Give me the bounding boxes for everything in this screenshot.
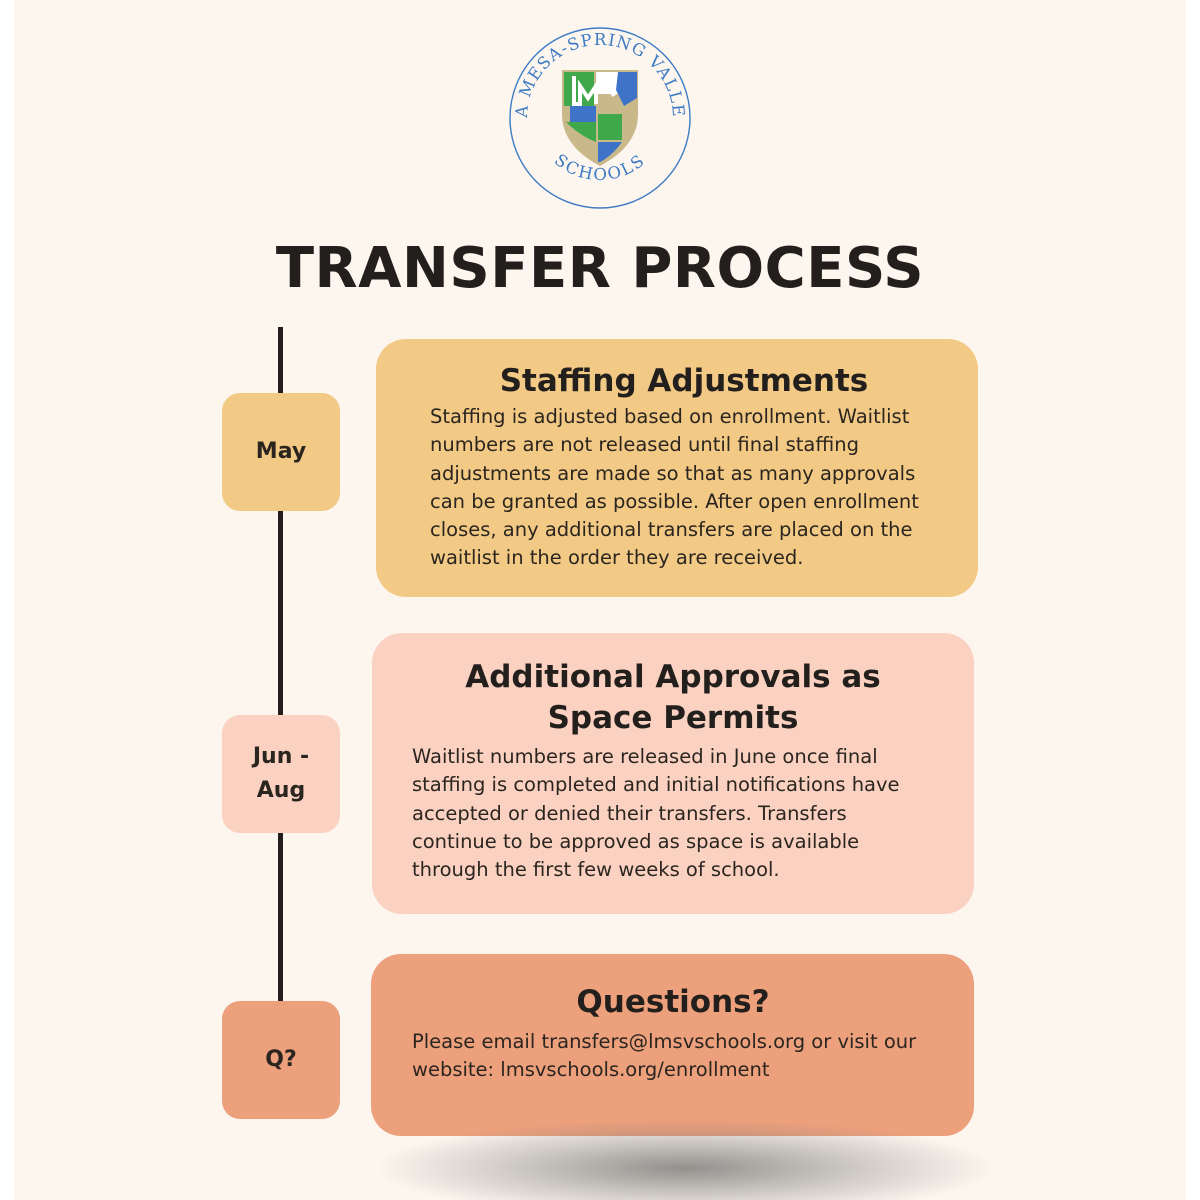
card-heading: Staffing Adjustments (499, 363, 869, 399)
card-body: Staffing is adjusted based on enrollment… (430, 405, 919, 570)
timeline-date-label: Jun - Aug (252, 744, 310, 803)
timeline-date-label: Q? (265, 1047, 297, 1072)
drop-shadow (380, 1120, 990, 1200)
page-title: TRANSFER PROCESS (275, 236, 925, 301)
timeline-date-may: May (222, 393, 340, 511)
staffing-adjustments-card: Staffing Adjustments Staffing is adjuste… (376, 339, 978, 597)
timeline-line (278, 327, 283, 1002)
timeline-date-jun-aug: Jun - Aug (222, 715, 340, 833)
timeline-date-label: May (255, 439, 307, 464)
card-heading: Additional Approvals as Space Permits (465, 659, 881, 736)
additional-approvals-card: Additional Approvals as Space Permits Wa… (372, 633, 974, 914)
card-body: Waitlist numbers are released in June on… (412, 745, 900, 882)
timeline-date-questions: Q? (222, 1001, 340, 1119)
logo-shield (562, 70, 638, 166)
card-body: Please email transfers@lmsvschools.org o… (412, 1030, 917, 1082)
left-border (0, 0, 14, 1200)
card-heading: Questions? (576, 984, 770, 1020)
questions-card: Questions? Please email transfers@lmsvsc… (371, 954, 974, 1136)
right-border (1186, 0, 1200, 1200)
district-logo: LA MESA-SPRING VALLEY SCHOOLS (500, 18, 691, 209)
